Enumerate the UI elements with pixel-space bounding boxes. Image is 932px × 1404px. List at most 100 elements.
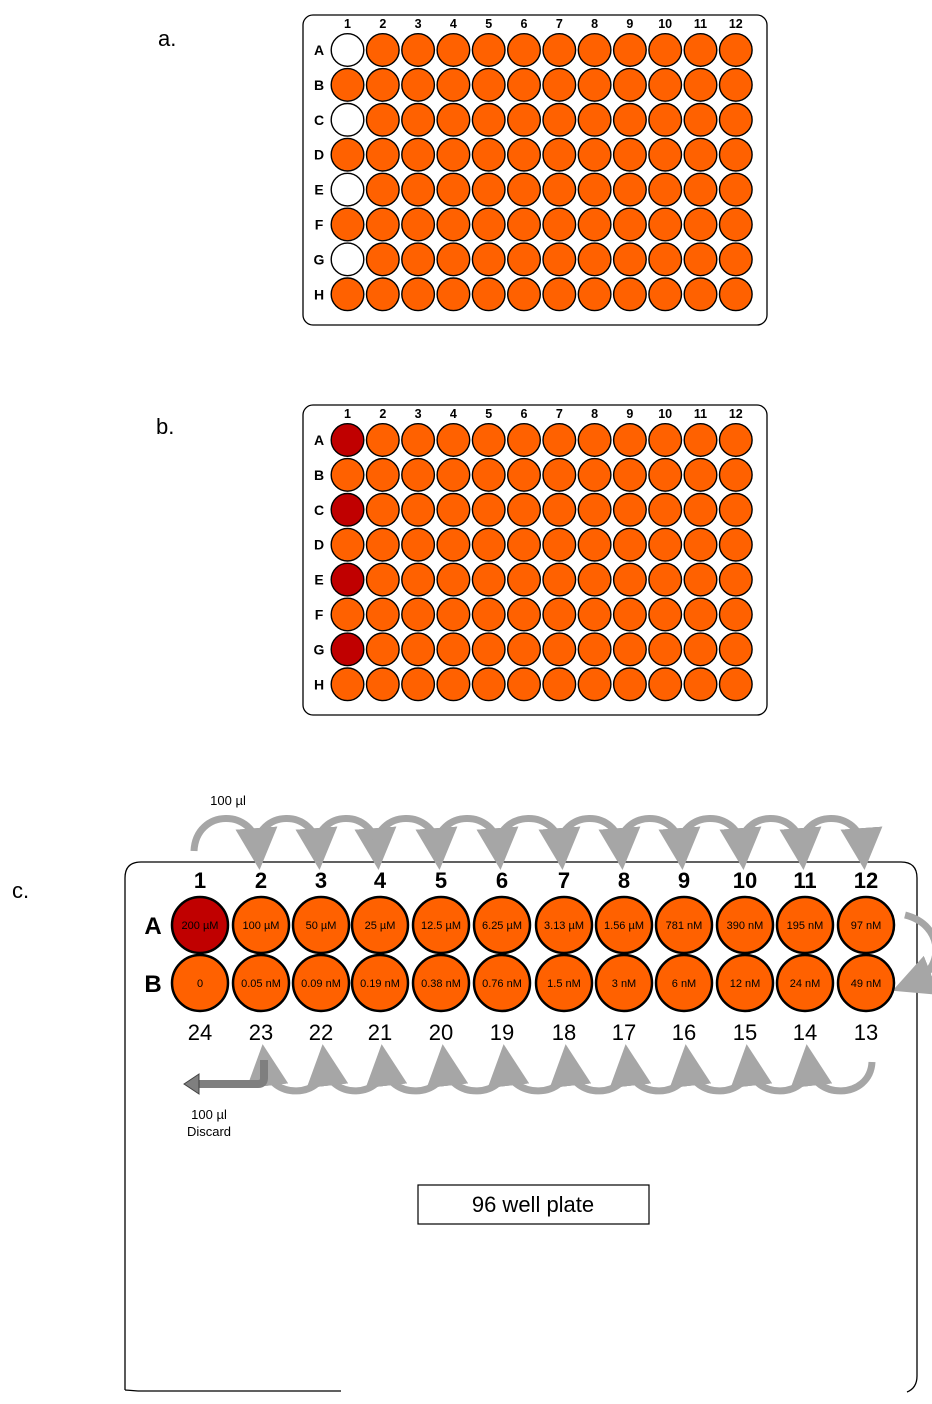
transfer-arrow-bottom <box>487 1044 574 1095</box>
plate-b-col-label: 4 <box>450 407 457 421</box>
well-G2 <box>365 632 400 667</box>
well-D4 <box>436 137 471 172</box>
well-E3 <box>401 562 436 597</box>
well-E7 <box>542 172 577 207</box>
well-C11 <box>683 102 718 137</box>
well-D8 <box>577 527 612 562</box>
well-C8 <box>577 492 612 527</box>
well-F6 <box>507 597 542 632</box>
well-A4 <box>436 423 471 458</box>
plate-b-col-label: 9 <box>626 407 633 421</box>
well-E6 <box>507 172 542 207</box>
dilution-well-a9 <box>654 895 714 955</box>
well-G5 <box>471 632 506 667</box>
well-order-number: 20 <box>429 1020 453 1045</box>
well-order-number: 21 <box>368 1020 392 1045</box>
well-F7 <box>542 207 577 242</box>
well-G2 <box>365 242 400 277</box>
well-D2 <box>365 527 400 562</box>
well-F12 <box>718 597 753 632</box>
plate-b-col-label: 7 <box>556 407 563 421</box>
well-C4 <box>436 102 471 137</box>
well-D5 <box>471 527 506 562</box>
well-D12 <box>718 527 753 562</box>
well-G1 <box>330 632 365 667</box>
concentration-label: 25 µM <box>365 920 396 932</box>
well-H8 <box>577 277 612 312</box>
well-F3 <box>401 597 436 632</box>
well-B5 <box>471 67 506 102</box>
column-number-top: 1 <box>194 868 206 893</box>
transfer-arrow-bottom <box>790 1044 876 1095</box>
concentration-label: 24 nM <box>790 978 821 990</box>
well-D11 <box>683 137 718 172</box>
well-C4 <box>436 492 471 527</box>
transfer-arrow-top <box>251 815 338 870</box>
transfer-arrow-top <box>554 815 641 870</box>
plate-b-col-label: 5 <box>485 407 492 421</box>
well-A6 <box>507 423 542 458</box>
transfer-arrow-bottom <box>669 1044 755 1095</box>
plate-b-col-label: 3 <box>415 407 422 421</box>
column-number-top: 12 <box>854 868 878 893</box>
dilution-well-b8 <box>594 953 654 1013</box>
well-order-number: 16 <box>672 1020 696 1045</box>
transfer-arrow-bottom <box>246 1044 331 1095</box>
dilution-well-a8 <box>594 895 654 955</box>
well-order-number: 14 <box>793 1020 817 1045</box>
well-D7 <box>542 137 577 172</box>
transfer-arrow-bottom <box>426 1044 512 1095</box>
well-E10 <box>648 562 683 597</box>
well-C7 <box>542 102 577 137</box>
well-A6 <box>507 33 542 67</box>
well-A9 <box>612 33 647 67</box>
well-H3 <box>401 277 436 312</box>
concentration-label: 195 nM <box>787 920 824 932</box>
well-A11 <box>683 423 718 458</box>
well-D9 <box>612 137 647 172</box>
well-G11 <box>683 632 718 667</box>
well-E12 <box>718 562 753 597</box>
column-number-top: 9 <box>678 868 690 893</box>
plate-a-col-label: 1 <box>344 17 351 31</box>
concentration-label: 6 nM <box>672 978 696 990</box>
well-F9 <box>612 207 647 242</box>
well-C3 <box>401 102 436 137</box>
concentration-label: 0.38 nM <box>421 978 461 990</box>
well-H12 <box>718 667 753 702</box>
well-B4 <box>436 67 471 102</box>
well-D6 <box>507 137 542 172</box>
well-H11 <box>683 277 718 312</box>
well-B5 <box>471 457 506 492</box>
well-H2 <box>365 277 400 312</box>
well-D3 <box>401 137 436 172</box>
well-B6 <box>507 67 542 102</box>
well-H9 <box>612 667 647 702</box>
well-B10 <box>648 67 683 102</box>
plate-b-col-label: 1 <box>344 407 351 421</box>
panel-c-label: c. <box>12 878 30 903</box>
well-G12 <box>718 632 753 667</box>
well-G12 <box>718 242 753 277</box>
well-A8 <box>577 423 612 458</box>
well-B9 <box>612 67 647 102</box>
well-C2 <box>365 492 400 527</box>
well-B8 <box>577 67 612 102</box>
well-G9 <box>612 242 647 277</box>
well-G8 <box>577 632 612 667</box>
top-transfer-volume: 100 µl <box>210 793 246 808</box>
dilution-well-b4 <box>350 953 410 1013</box>
transfer-arrow-bottom <box>306 1044 390 1095</box>
well-F12 <box>718 207 753 242</box>
plate-b-col-label: 6 <box>521 407 528 421</box>
concentration-label: 49 nM <box>851 978 882 990</box>
well-D6 <box>507 527 542 562</box>
plate-c-frame-corner <box>124 1389 139 1392</box>
well-A1 <box>330 33 365 67</box>
plate-a-col-label: 8 <box>591 17 598 31</box>
well-G5 <box>471 242 506 277</box>
plate-b-row-label: C <box>314 502 324 518</box>
plate-a-row-label: B <box>314 77 324 93</box>
well-C2 <box>365 102 400 137</box>
